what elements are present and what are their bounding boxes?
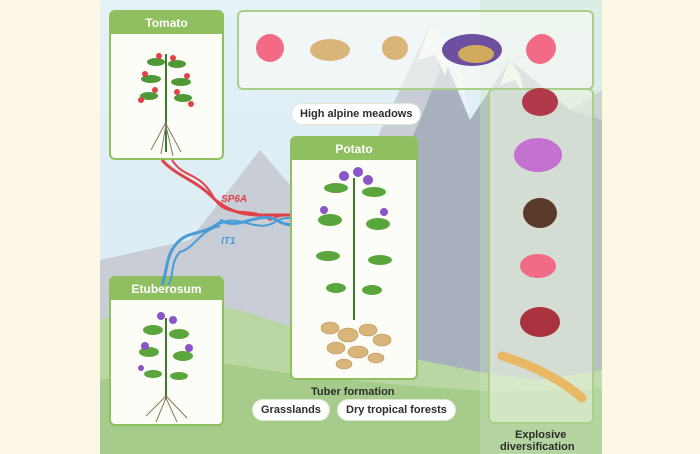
potato-panel: Potato xyxy=(290,136,418,380)
it1-gene-label: IT1 xyxy=(221,236,236,247)
habitat-alpine-meadows: High alpine meadows xyxy=(292,104,421,124)
explosive-label-line1: Explosive xyxy=(515,429,567,441)
habitat-grasslands: Grasslands xyxy=(253,400,329,420)
sp6a-gene-label: SP6A xyxy=(221,194,248,205)
tomato-plant-illustration xyxy=(138,53,194,157)
illustration-canvas: Tomato Etuberosum xyxy=(100,0,602,454)
etuberosum-panel: Etuberosum xyxy=(109,276,224,426)
explosive-label-line2: diversification xyxy=(500,441,575,453)
tuber-formation-label: Tuber formation xyxy=(311,386,395,398)
potato-plant-illustration xyxy=(316,167,392,370)
etuberosum-plant-illustration xyxy=(138,312,193,423)
tomato-title: Tomato xyxy=(111,12,222,34)
etuberosum-title: Etuberosum xyxy=(111,278,222,300)
tomato-panel: Tomato xyxy=(109,10,224,160)
potato-title: Potato xyxy=(292,138,416,160)
dna-helices xyxy=(160,158,341,286)
tuber-illustrations-right xyxy=(497,34,587,403)
habitat-dry-tropical-forests: Dry tropical forests xyxy=(338,400,455,420)
